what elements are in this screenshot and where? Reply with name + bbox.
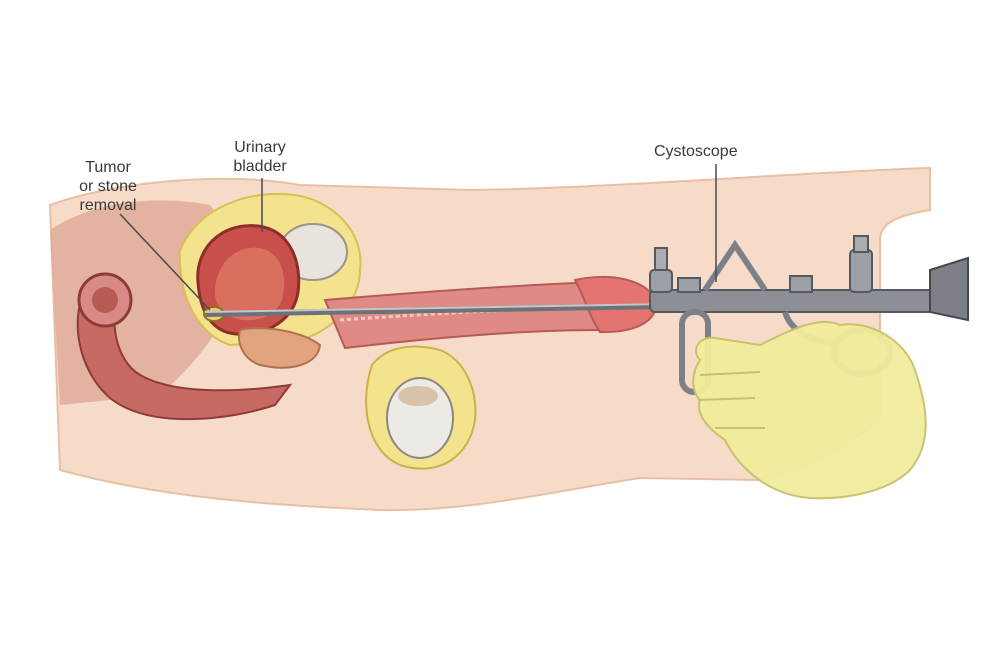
rectum	[76, 288, 293, 421]
gloved-hand-icon	[692, 320, 927, 500]
cystoscope-icon	[649, 235, 969, 395]
bladder-inner-wall	[214, 247, 285, 321]
epididymis	[398, 386, 438, 406]
leader-tumor	[119, 213, 211, 311]
label-tumor-or-stone-removal: Tumor or stone removal	[79, 159, 137, 214]
colon-lumen	[92, 287, 118, 313]
prostate	[238, 327, 322, 369]
cystoscope-shaft	[204, 303, 666, 317]
label-cystoscope: Cystoscope	[654, 143, 738, 160]
glove-finger-lines	[697, 371, 765, 429]
label-urinary-bladder: Urinary bladder	[233, 139, 287, 175]
